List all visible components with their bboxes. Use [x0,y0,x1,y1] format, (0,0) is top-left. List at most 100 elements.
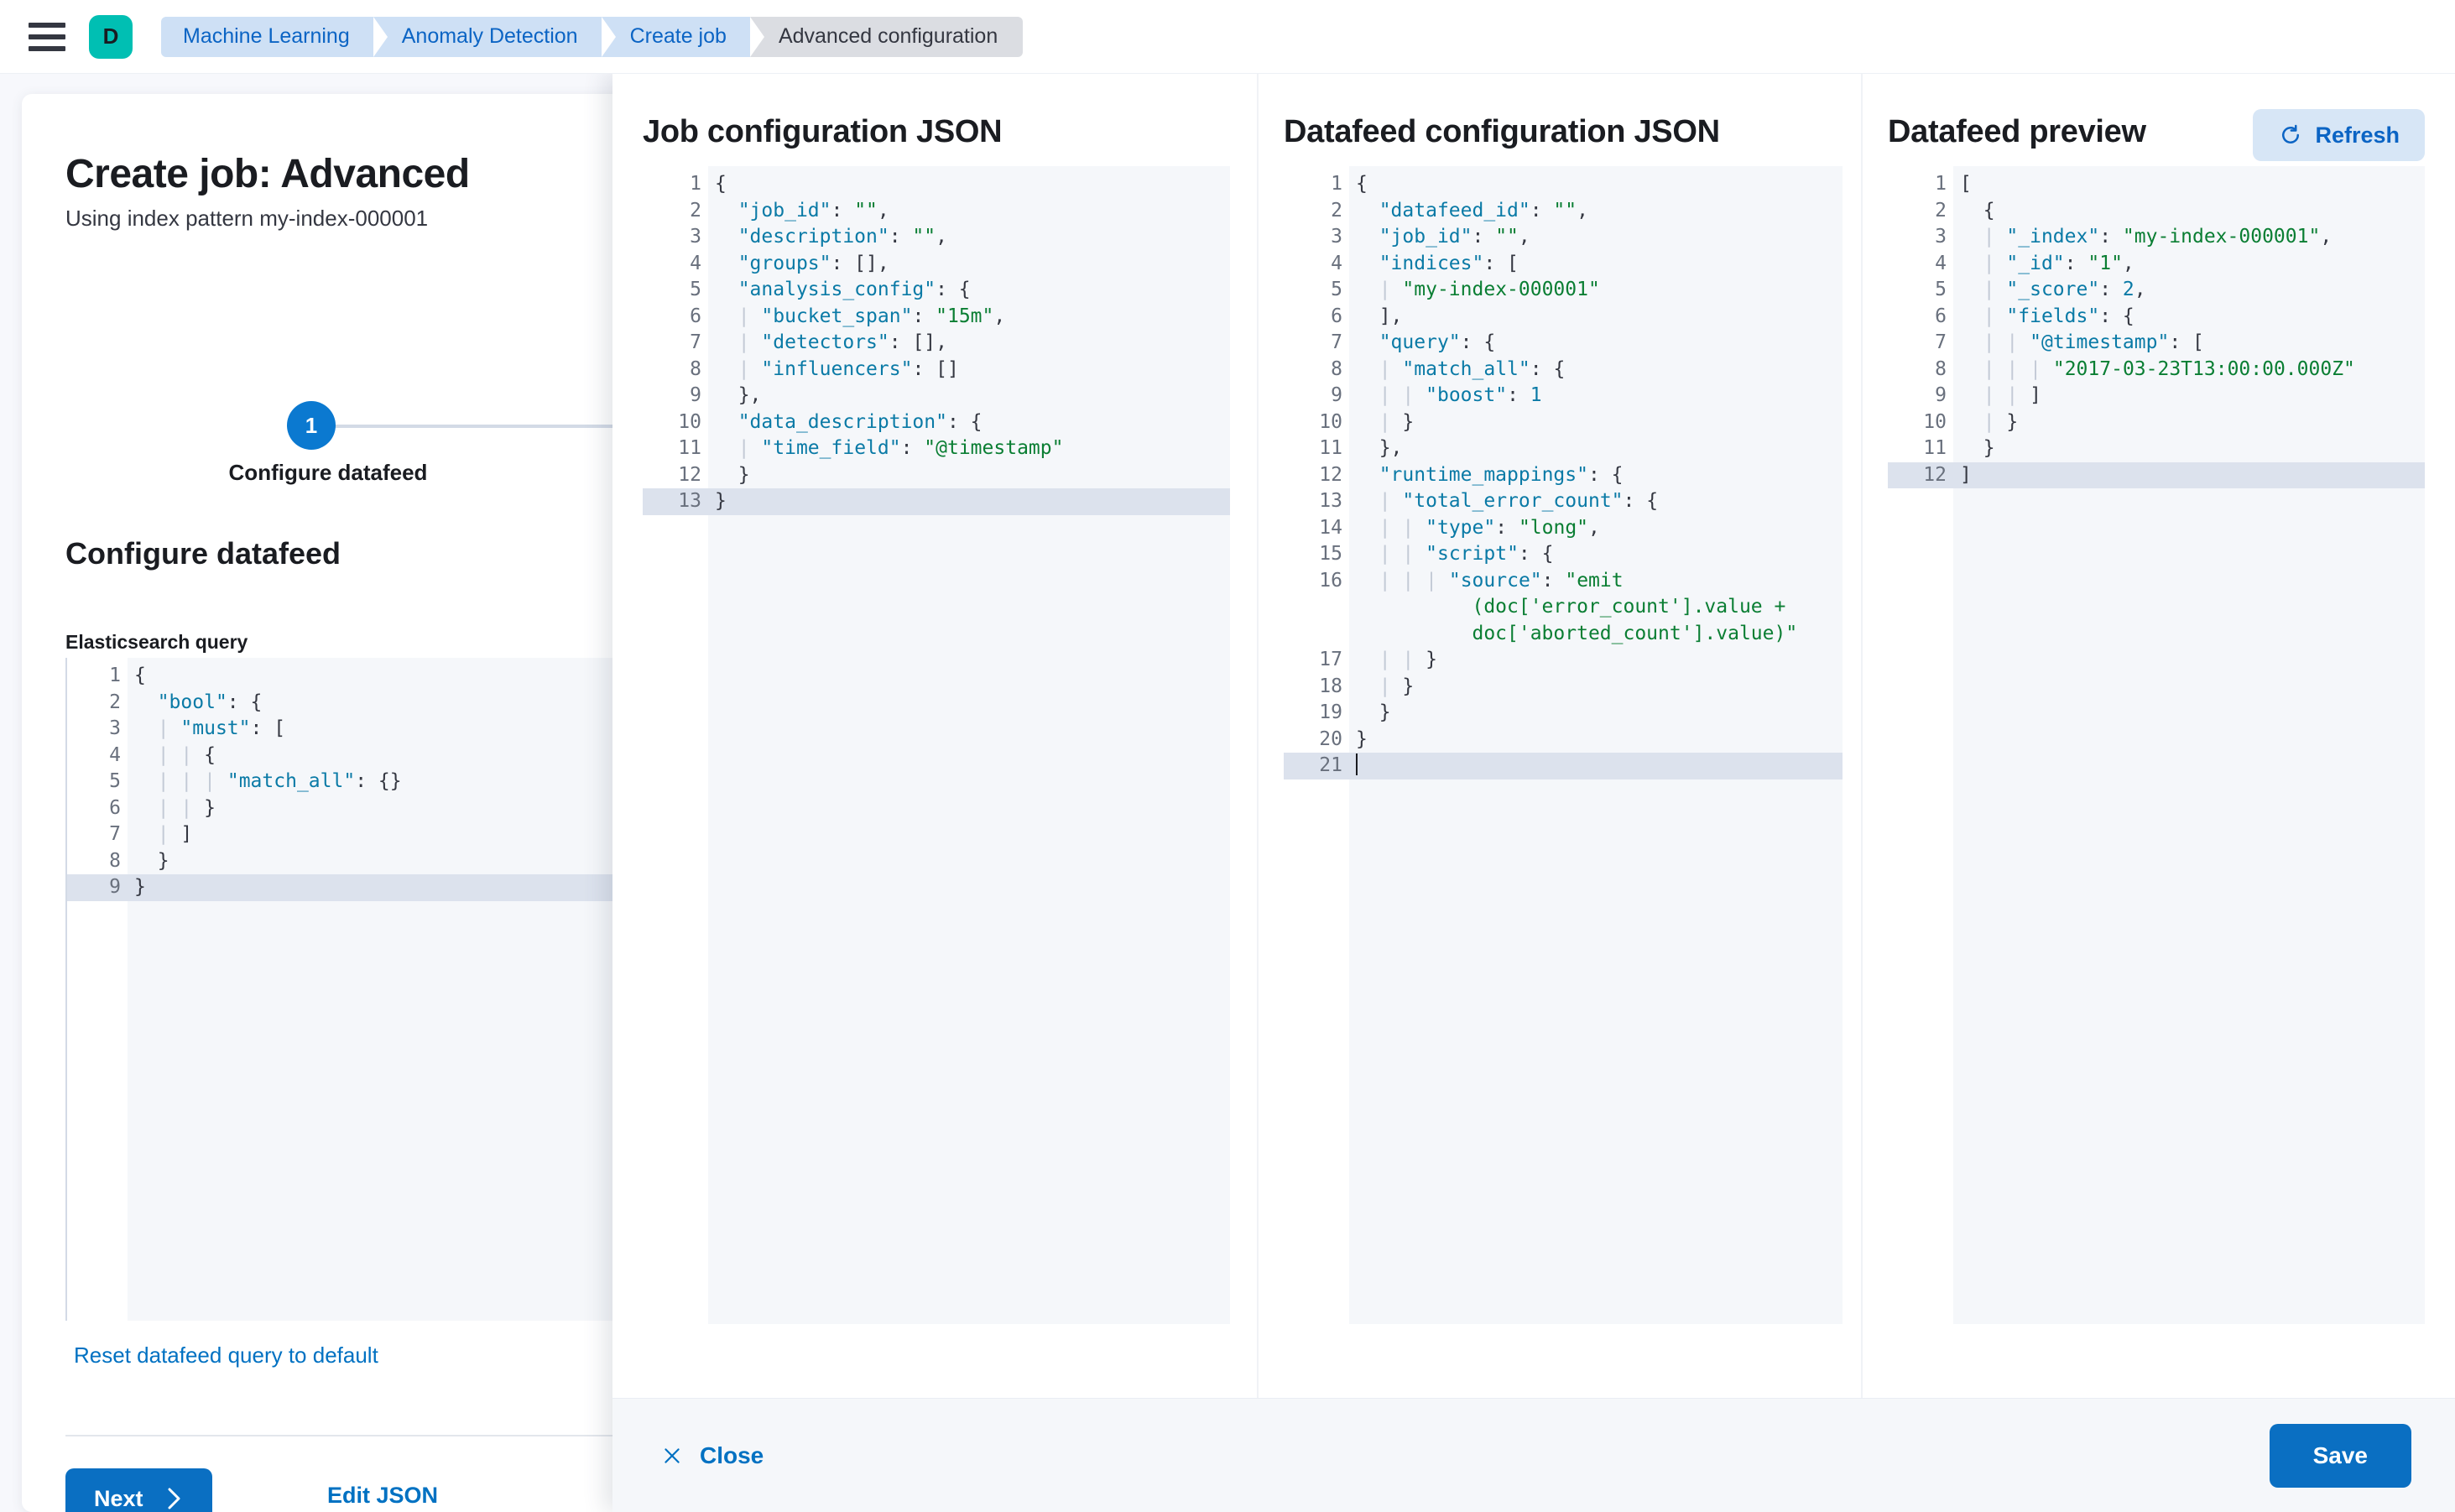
gutter-line: 8 [109,849,121,872]
gutter-line: 10 [1923,410,1947,433]
breadcrumb-item-advanced-configuration[interactable]: Advanced configuration [749,16,1024,57]
code-line[interactable]: "query": { [1379,331,1496,353]
code-line[interactable]: | "match_all": { [1379,357,1566,380]
code-line[interactable]: ] [1953,461,2425,488]
code-line[interactable]: [ [1960,173,1972,195]
code-line[interactable]: } [157,849,169,872]
code-line[interactable]: | ] [157,823,193,845]
code-line[interactable]: | | "@timestamp": [ [1983,331,2204,353]
chevron-right-icon [168,1488,180,1509]
code-line[interactable]: { [1983,199,1995,222]
gutter-line: 7 [690,331,701,353]
code-line[interactable]: | "must": [ [157,717,286,739]
gutter-line: 2▾ [1935,199,1965,222]
gutter-line: 5 [1331,279,1342,300]
breadcrumb-label: Advanced configuration [778,24,998,48]
code-line[interactable]: }, [1379,437,1403,459]
code-line[interactable]: | } [1983,410,2019,433]
code-line[interactable]: | "time_field": "@timestamp" [738,437,1064,459]
gutter-line: 5▾ [690,279,720,300]
code-line[interactable]: } [1356,727,1368,750]
code-line[interactable]: | "total_error_count": { [1379,490,1659,512]
code-line[interactable]: | "_score": 2, [1983,279,2146,300]
code-line[interactable]: "groups": [], [738,252,889,274]
code-line[interactable]: | | } [157,796,216,819]
breadcrumb-label: Anomaly Detection [401,24,578,48]
code-line[interactable]: | "_index": "my-index-000001", [1983,226,2333,248]
code-line[interactable]: "runtime_mappings": { [1379,463,1624,486]
gutter-line: 4 [690,252,701,274]
code-line[interactable]: | | "boost": 1 [1379,384,1542,406]
code-line[interactable]: | | ] [1983,384,2041,406]
code-line[interactable]: "job_id": "", [1379,226,1530,248]
code-line[interactable]: "description": "", [738,226,947,248]
section-title: Configure datafeed [65,536,341,571]
code-line[interactable]: | | | "2017-03-23T13:00:00.000Z" [1983,357,2355,380]
editor-code[interactable]: { "job_id": "", "description": "", "grou… [708,166,1230,1324]
code-line[interactable]: "datafeed_id": "", [1379,199,1588,222]
code-line[interactable]: | | } [1379,649,1437,670]
next-button[interactable]: Next [65,1468,212,1512]
breadcrumb-item-anomaly-detection[interactable]: Anomaly Detection [373,16,615,57]
gutter-line: 10 [1319,410,1342,433]
editor-code[interactable]: [ { | "_index": "my-index-000001", | "_i… [1953,166,2425,1324]
app-header: D Machine Learning Anomaly Detection Cre… [0,0,2455,74]
code-line[interactable]: } [738,463,750,486]
code-line[interactable]: "analysis_config": { [738,279,971,300]
breadcrumb-notch-icon [749,16,764,57]
refresh-button[interactable]: Refresh [2253,109,2425,161]
code-line[interactable]: | "detectors": [], [738,331,947,353]
code-line[interactable]: }, [738,384,762,406]
code-line[interactable]: } [1983,437,1995,459]
app-logo[interactable]: D [89,14,133,59]
gutter-line: 4▾ [109,743,139,766]
code-line[interactable]: | | "script": { [1379,543,1554,565]
code-line[interactable]: | | | "match_all": {} [157,770,402,792]
code-line[interactable]: | } [1379,675,1415,697]
code-line[interactable]: | | { [157,743,216,766]
close-x-icon [665,1447,680,1463]
code-line[interactable]: "bool": { [157,691,263,713]
code-line[interactable]: | "_id": "1", [1983,252,2134,274]
code-line[interactable]: { [1356,173,1368,195]
code-line[interactable]: | "my-index-000001" [1379,279,1600,300]
code-line[interactable]: "data_description": { [738,410,983,433]
code-line[interactable]: { [715,173,727,195]
breadcrumb-item-create-job[interactable]: Create job [601,16,764,57]
code-line[interactable]: | | | "source": "emit (doc['error_count'… [1379,569,1798,644]
job-configuration-header: Job configuration JSON [643,74,1230,166]
elasticsearch-query-label: Elasticsearch query [65,631,248,653]
reset-datafeed-query-link[interactable]: Reset datafeed query to default [74,1343,378,1368]
code-line[interactable]: | "bucket_span": "15m", [738,305,1006,327]
code-line[interactable]: "job_id": "", [738,199,889,222]
code-line[interactable]: { [134,665,146,686]
gutter-line: 9 [1935,384,1947,406]
stepper-step-1[interactable]: 1 [287,401,336,450]
hamburger-icon[interactable] [29,22,65,51]
code-line[interactable]: } [1379,701,1391,723]
edit-json-link[interactable]: Edit JSON [327,1483,439,1508]
code-line[interactable]: | } [1379,410,1415,433]
code-line[interactable] [1349,753,1843,779]
page-subtitle: Using index pattern my-index-000001 [65,206,429,231]
save-button[interactable]: Save [2269,1423,2411,1488]
datafeed-preview-title: Datafeed preview [1888,114,2146,149]
code-line[interactable]: | "influencers": [] [738,357,959,380]
gutter-line: 3 [1935,226,1947,248]
code-line[interactable]: | "fields": { [1983,305,2134,327]
gutter-line: 1▾ [109,665,139,686]
flyout-body: Job configuration JSON 1▾2345▾678910▾111… [612,74,2455,1398]
gutter-line: 1▾ [1331,173,1361,195]
code-line[interactable]: "indices": [ [1379,252,1519,274]
editor-code[interactable]: { "datafeed_id": "", "job_id": "", "indi… [1349,166,1843,1324]
close-button[interactable]: Close [656,1442,769,1470]
code-line[interactable]: ], [1379,305,1403,327]
gutter-line: 5 [109,770,121,792]
code-line[interactable]: } [708,488,1230,515]
breadcrumb-item-machine-learning[interactable]: Machine Learning [161,16,387,57]
code-line[interactable]: | | "type": "long", [1379,516,1600,539]
